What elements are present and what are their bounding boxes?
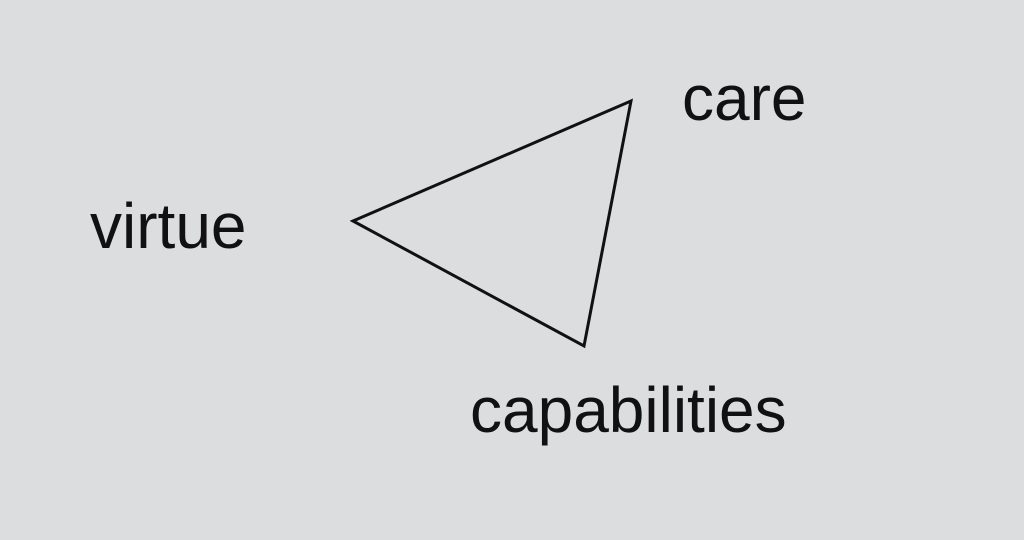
node-label-care: care bbox=[682, 62, 807, 134]
triangle-shape bbox=[349, 98, 634, 349]
node-label-virtue: virtue bbox=[90, 190, 247, 262]
node-label-capabilities: capabilities bbox=[470, 374, 787, 446]
